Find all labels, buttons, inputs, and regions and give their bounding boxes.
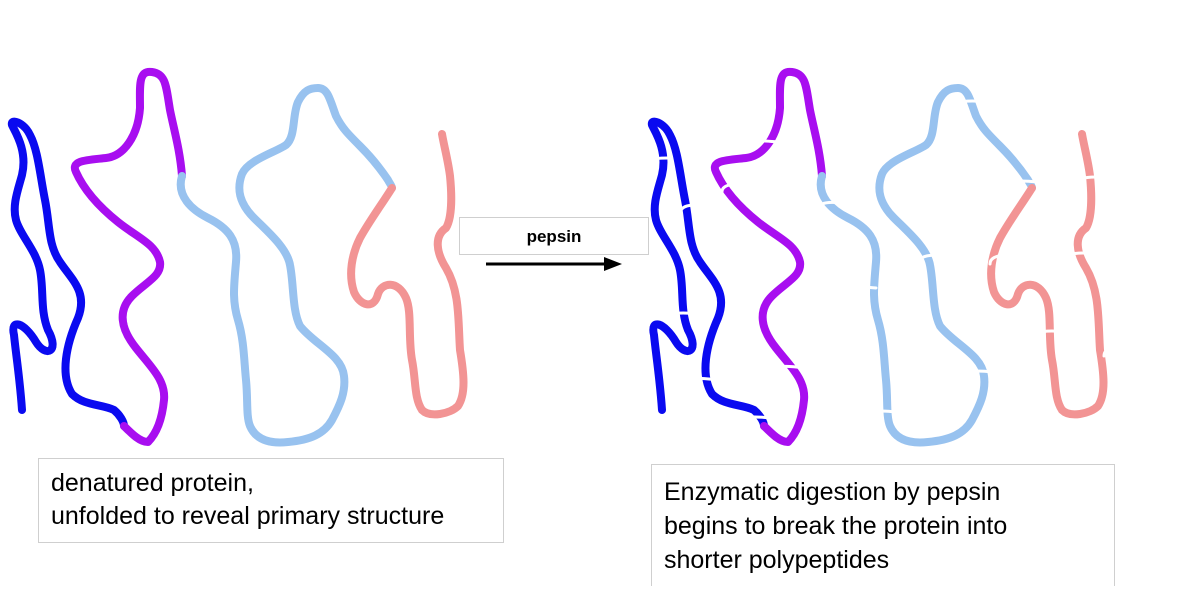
cleavage-mark <box>682 376 722 386</box>
cleavage-mark <box>950 99 992 112</box>
left-purple-strand <box>70 67 186 446</box>
cleavage-mark <box>860 409 898 422</box>
cleavage-mark <box>736 138 780 150</box>
reaction-arrow <box>486 257 622 271</box>
arrow-label: pepsin <box>526 227 582 246</box>
cleavage-marks <box>638 99 1138 428</box>
cleavage-mark <box>998 179 1040 192</box>
cleavage-mark <box>734 415 774 428</box>
right-caption-line: begins to break the protein into <box>664 512 1008 540</box>
cleavage-mark <box>1030 329 1070 342</box>
right-purple-strand <box>710 67 826 446</box>
right-caption-line: shorter polypeptides <box>664 546 890 574</box>
arrow-head <box>604 257 622 271</box>
cleavage-mark <box>1062 251 1100 264</box>
right-blue-strand <box>647 117 768 430</box>
right-caption-line: Enzymatic digestion by pepsin <box>664 478 1001 506</box>
cleavage-mark <box>840 285 878 298</box>
left-caption-line: unfolded to reveal primary structure <box>51 502 445 530</box>
cleavage-mark <box>988 253 1028 266</box>
cleavage-mark <box>638 156 670 172</box>
right-pink-strand <box>987 130 1108 419</box>
cleavage-mark <box>954 369 996 382</box>
cleavage-mark <box>1074 175 1114 188</box>
cleavage-mark <box>916 253 958 266</box>
left-pink-strand <box>347 130 468 419</box>
cleavage-mark <box>664 311 702 324</box>
cleavage-mark <box>770 364 806 376</box>
cleavage-mark <box>678 203 714 216</box>
cleavage-mark <box>1102 345 1138 358</box>
right-lightblue-strand <box>816 84 1036 447</box>
right-caption-box: Enzymatic digestion by pepsin begins to … <box>651 464 1115 586</box>
pepsin-label-box: pepsin <box>459 217 649 255</box>
left-lightblue-strand <box>176 84 396 447</box>
cleavage-mark <box>816 200 854 212</box>
left-caption-box: denatured protein, unfolded to reveal pr… <box>38 458 504 543</box>
left-caption-line: denatured protein, <box>51 469 254 497</box>
cleavage-mark <box>720 182 760 194</box>
left-blue-strand <box>7 117 128 430</box>
